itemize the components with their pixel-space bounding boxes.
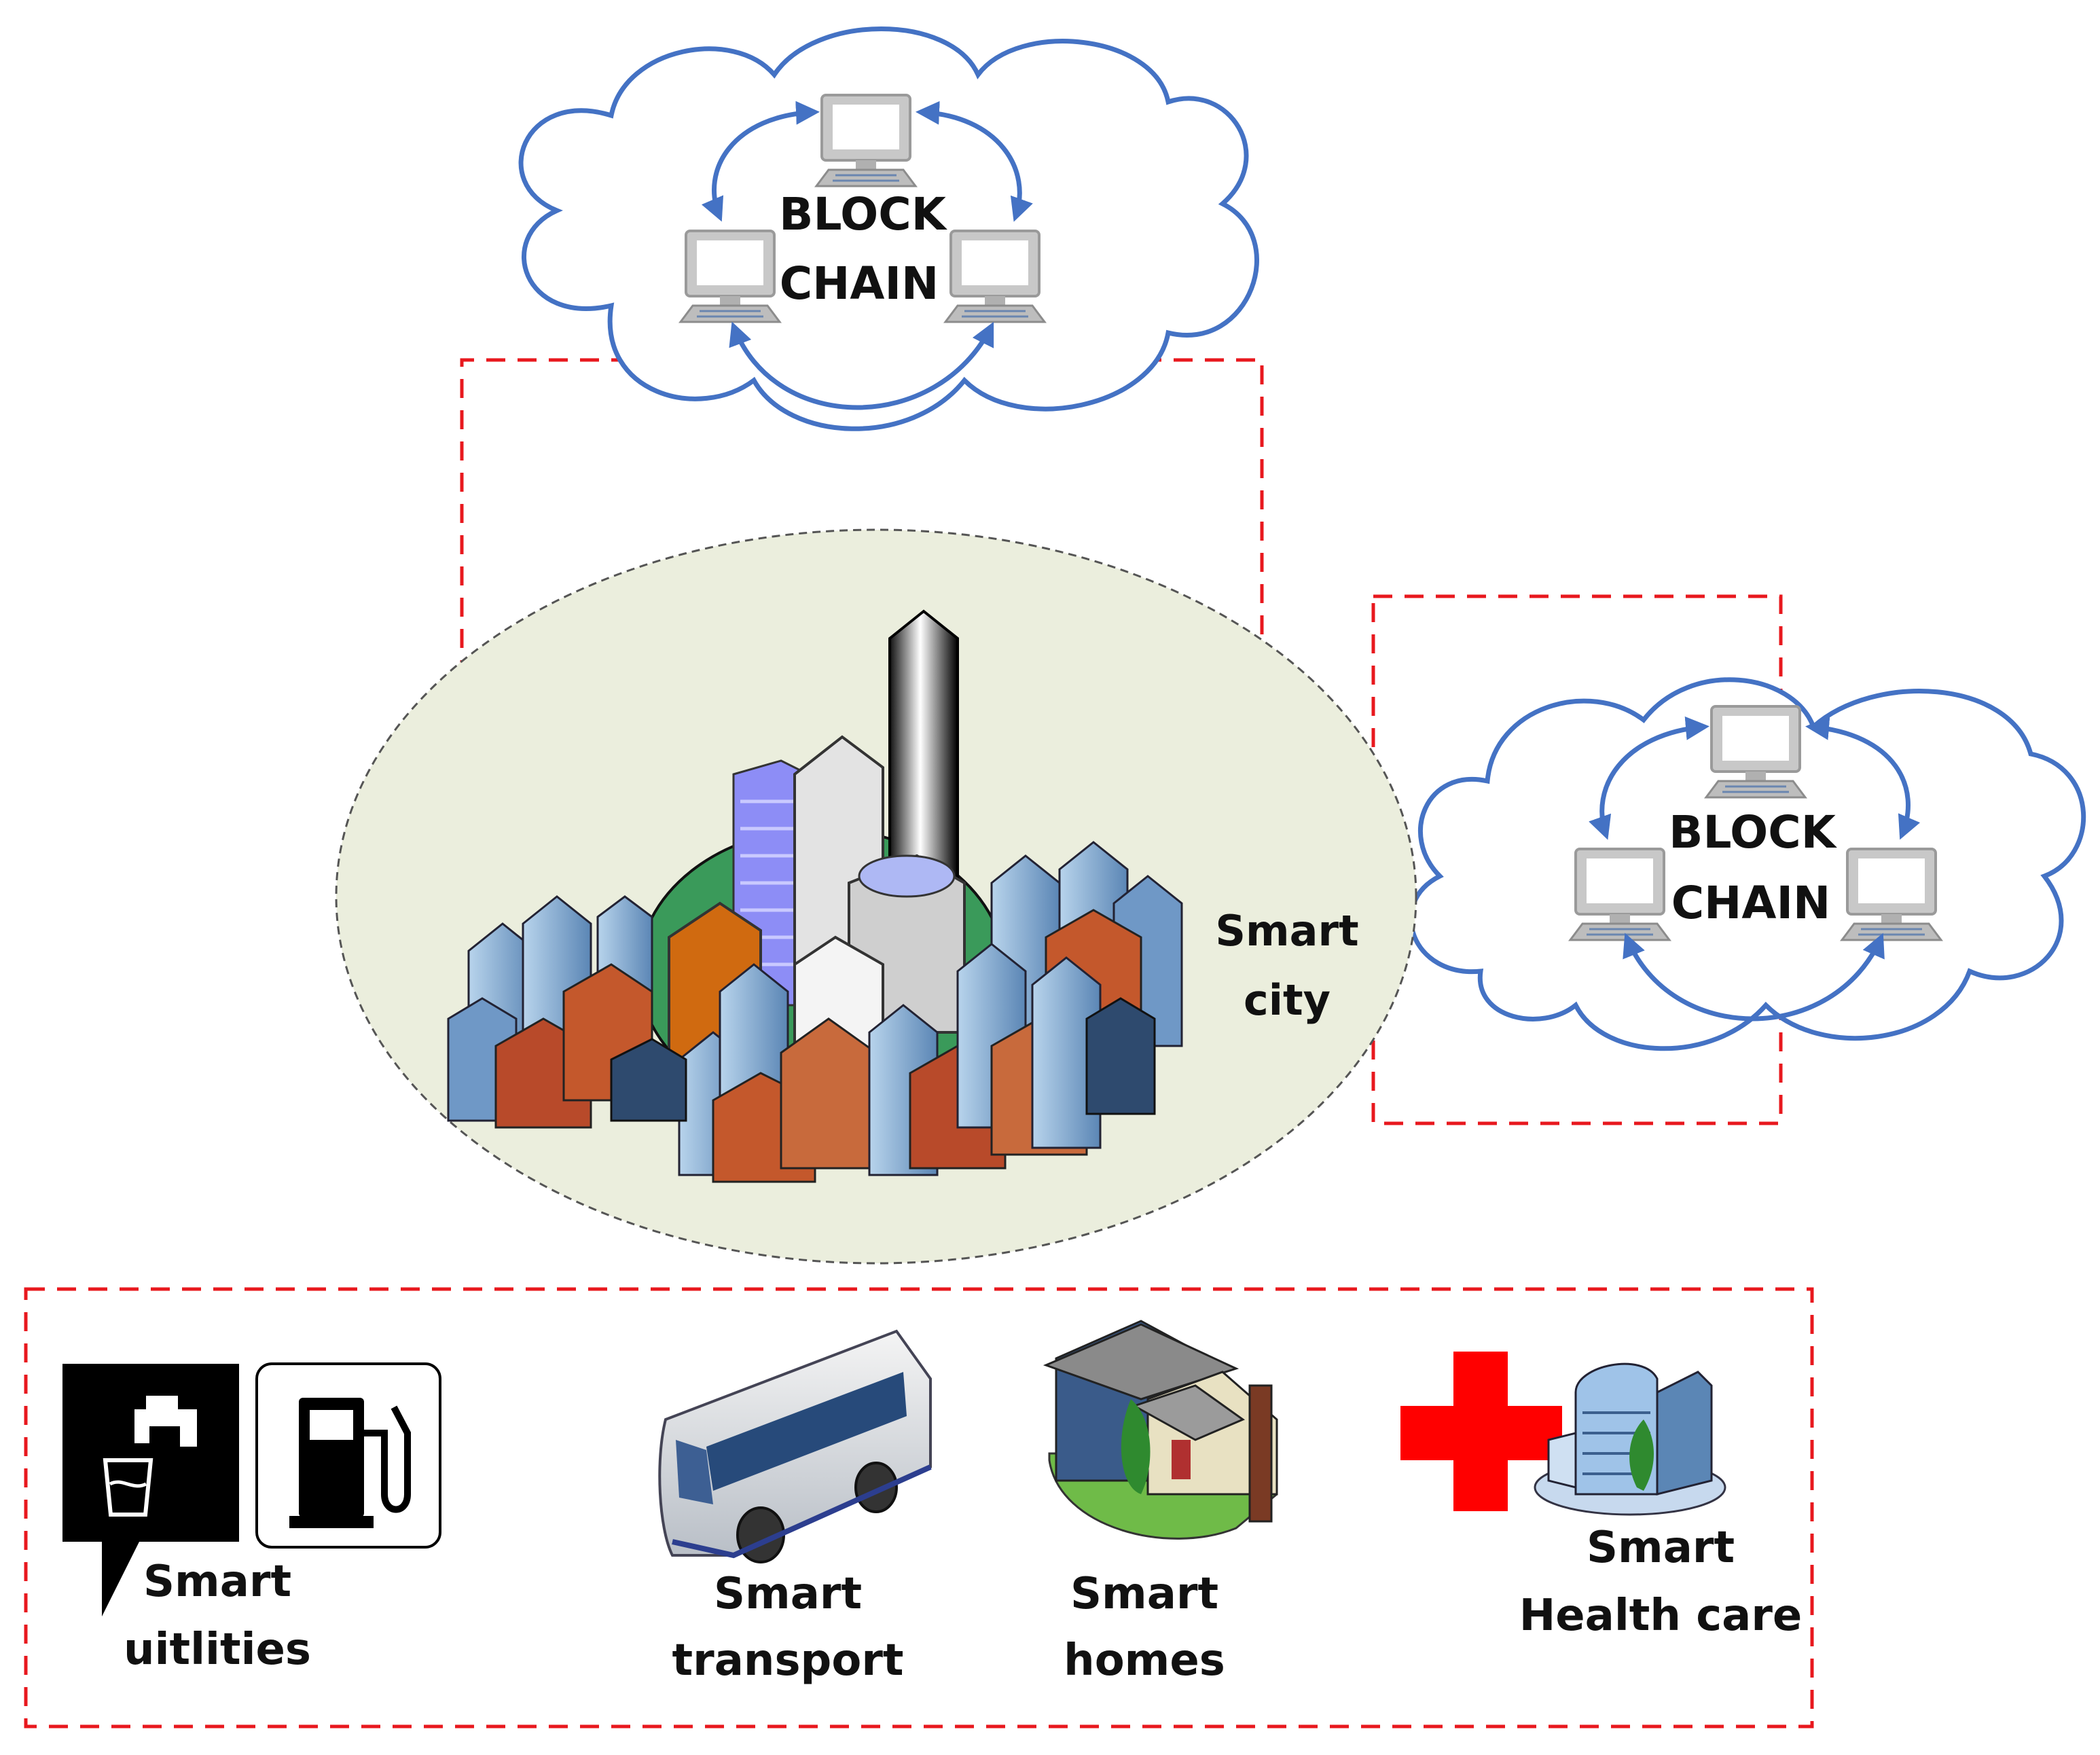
blockchain-arrows-top (701, 101, 1033, 410)
smart-homes-line2: homes (1064, 1635, 1225, 1686)
smart-utilities-line1: Smart (143, 1557, 291, 1607)
dashed-box-services (24, 1287, 1814, 1729)
smart-health-care-line1: Smart (1587, 1523, 1735, 1573)
computer-icon (1569, 848, 1671, 941)
smart-health-care-line2: Health care (1519, 1591, 1803, 1641)
smart-transport-line2: transport (672, 1635, 904, 1686)
blockchain-top-line2: CHAIN (780, 257, 939, 310)
computer-icon (815, 94, 917, 187)
water-tap-icon (62, 1364, 239, 1616)
computer-icon (1841, 848, 1942, 941)
blockchain-arrows-right (1589, 716, 1921, 1021)
smart-city-label-line2: city (1244, 975, 1330, 1025)
smart-homes-line1: Smart (1070, 1569, 1218, 1619)
city-skyline-icon (447, 609, 1183, 1183)
red-cross-icon (1400, 1352, 1562, 1511)
blockchain-right-line1: BLOCK (1669, 806, 1838, 858)
blockchain-right-line2: CHAIN (1671, 877, 1831, 929)
computer-icon (944, 230, 1046, 323)
bus-icon (658, 1329, 932, 1563)
hospital-icon (1534, 1362, 1726, 1516)
smart-utilities-line2: uitlities (124, 1625, 311, 1675)
smart-city-label-line1: Smart (1215, 906, 1358, 956)
fuel-pump-icon (255, 1362, 441, 1549)
blockchain-top-line1: BLOCK (779, 188, 948, 240)
house-icon (1043, 1320, 1278, 1540)
computer-icon (1705, 705, 1807, 799)
smart-transport-line1: Smart (714, 1569, 862, 1619)
computer-icon (679, 230, 781, 323)
